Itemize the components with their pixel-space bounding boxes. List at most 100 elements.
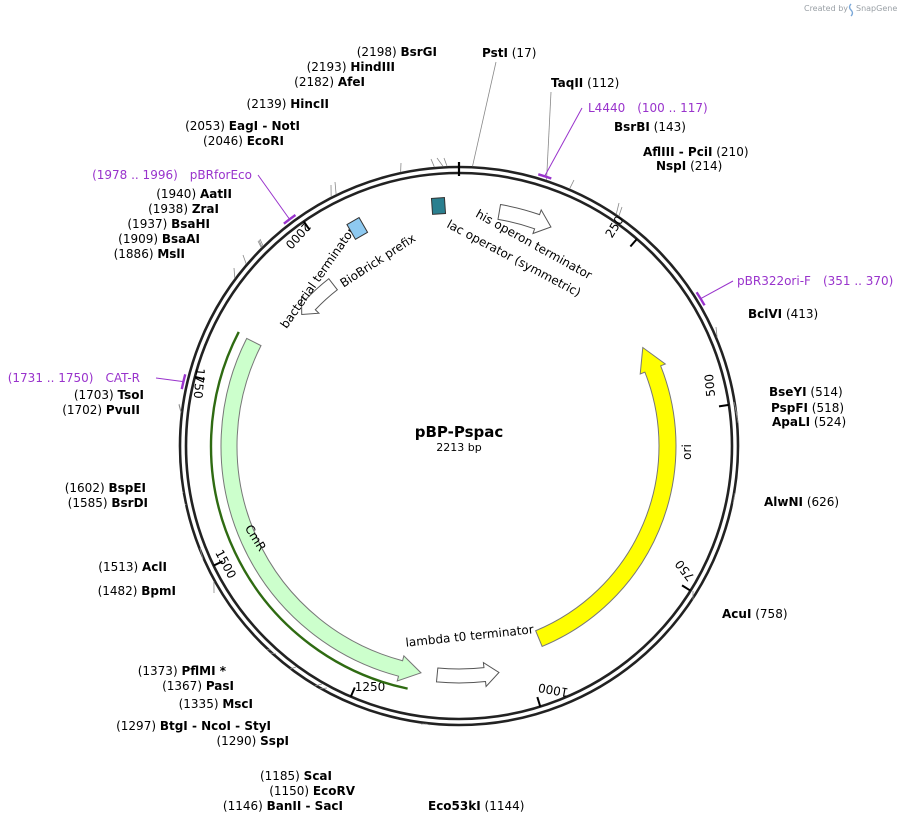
enzyme-label: (1482) BpmI: [98, 584, 176, 598]
tick-mark-1750: [194, 375, 205, 381]
enzyme-site-ecorv: (1150) EcoRV: [269, 723, 425, 798]
tick-mark-2000: [302, 220, 311, 231]
plasmid-length: 2213 bp: [436, 441, 481, 454]
enzyme-leader-line: [258, 239, 263, 248]
primer-arc: [180, 373, 187, 390]
enzyme-site-afliii-pcii: AflIII - PciI (210): [615, 145, 749, 215]
enzyme-leader-line: [334, 181, 337, 195]
enzyme-site-alwni: AlwNI (626): [732, 492, 839, 509]
enzyme-label: (1335) MscI: [179, 697, 253, 711]
plasmid-title: pBP-Pspac: [415, 423, 504, 441]
enzyme-label: AflIII - PciI (210): [643, 145, 749, 159]
enzyme-label: (1150) EcoRV: [269, 784, 356, 798]
enzyme-label: (1909) BsaAI: [118, 232, 200, 246]
enzyme-site-afei: (2182) AfeI: [294, 75, 435, 168]
enzyme-site-pasi: (1367) PasI: [162, 652, 277, 693]
enzyme-leader-line: [436, 157, 444, 167]
enzyme-site-bsrdi: (1585) BsrDI: [68, 496, 187, 510]
enzyme-label: (2053) EagI - NotI: [185, 119, 300, 133]
cmr-orf-line: [209, 331, 408, 690]
enzyme-site-apali: ApaLI (524): [735, 411, 846, 429]
enzyme-label: TaqII (112): [551, 76, 619, 90]
credit-brand: SnapGene: [856, 4, 897, 13]
enzyme-label: (1513) AclI: [98, 560, 167, 574]
enzyme-site-zrai: (1938) ZraI: [148, 202, 263, 248]
enzyme-site-pvuii: (1702) PvuII: [62, 403, 182, 417]
primer-l4440: L4440(100 .. 117): [537, 101, 708, 180]
tick-label-500: 500: [702, 373, 718, 397]
enzyme-leader-line: [199, 547, 204, 560]
lambda-t0-terminator-label: lambda t0 terminator: [405, 622, 535, 649]
primer-leader-line: [257, 174, 290, 219]
enzyme-site-msci: (1335) MscI: [179, 666, 297, 711]
enzyme-site-bpmi: (1482) BpmI: [98, 581, 215, 598]
enzyme-leader-line: [732, 492, 736, 504]
enzyme-label: (2139) HincII: [247, 97, 329, 111]
enzyme-label: Eco53kI (1144): [428, 799, 524, 813]
enzyme-site-taqii: TaqII (112): [546, 76, 619, 181]
enzyme-leader-line: [615, 202, 620, 215]
snapgene-logo-icon: [848, 3, 854, 17]
tick-mark-1250: [349, 687, 356, 698]
enzyme-site-bseyi: BseYI (514): [733, 385, 843, 415]
tick-mark-250: [629, 238, 638, 248]
primer-leader-line: [701, 280, 734, 299]
enzyme-leader-line: [314, 683, 323, 687]
ori-feature: [534, 346, 677, 648]
enzyme-label: (1702) PvuII: [62, 403, 140, 417]
backbone: [178, 162, 740, 727]
credit-text: Created by: [804, 4, 848, 13]
enzyme-label: (1938) ZraI: [148, 202, 219, 216]
lac-operator-feature: [430, 196, 447, 215]
enzyme-site-psti: PstI (17): [472, 46, 536, 167]
primer-label: L4440(100 .. 117): [588, 101, 708, 115]
enzyme-leader-line: [184, 503, 187, 506]
enzyme-label: (1602) BspEI: [65, 481, 146, 495]
enzyme-label: PspFI (518): [771, 401, 844, 415]
enzyme-site-aatii: (1940) AatII: [156, 187, 264, 247]
enzyme-label: (2193) HindIII: [307, 60, 395, 74]
enzyme-site-btgi-ncoi-styi: (1297) BtgI - NcoI - StyI: [116, 683, 323, 733]
enzyme-label: BsrBI (143): [614, 120, 686, 134]
enzyme-label: AcuI (758): [722, 607, 788, 621]
enzyme-site-sspi: (1290) SspI: [216, 687, 328, 748]
enzyme-leader-line: [618, 206, 623, 217]
enzyme-label: NspI (214): [656, 159, 722, 173]
ori-label: ori: [680, 444, 694, 460]
enzyme-site-scai: (1185) ScaI: [260, 718, 398, 783]
primer-label: pBR322ori-F(351 .. 370): [737, 274, 893, 288]
enzyme-label: (1367) PasI: [162, 679, 234, 693]
enzyme-leader-line: [289, 666, 297, 670]
enzyme-label: (1185) ScaI: [260, 769, 332, 783]
enzyme-label: BseYI (514): [769, 385, 843, 399]
enzyme-leader-line: [546, 91, 552, 181]
primer-pbr322ori-f: pBR322ori-F(351 .. 370): [695, 274, 893, 306]
enzyme-label: BclVI (413): [748, 307, 818, 321]
primer-sites: L4440(100 .. 117) pBR322ori-F(351 .. 370)…: [8, 101, 893, 390]
enzyme-leader-line: [472, 61, 497, 167]
enzyme-label: (1146) BanII - SacI: [223, 799, 343, 813]
primer-cat-r: (1731 .. 1750)CAT-R: [8, 371, 187, 390]
enzyme-site-ecori: (2046) EcoRI: [203, 134, 332, 197]
tick-mark-1500: [213, 560, 224, 567]
enzyme-label: (1373) PflMI *: [138, 664, 227, 678]
enzyme-label: (1937) BsaHI: [127, 217, 210, 231]
enzyme-label: (1297) BtgI - NcoI - StyI: [116, 719, 271, 733]
enzyme-leader-line: [569, 179, 575, 189]
primer-arc: [695, 291, 706, 306]
enzyme-site-tsoi: (1703) TsoI: [74, 388, 182, 412]
enzyme-site-banii-saci: (1146) BanII - SacI: [223, 723, 428, 813]
enzyme-site-hincii: (2139) HincII: [247, 97, 402, 173]
primer-arc: [537, 173, 552, 180]
enzyme-site-bclvi: BclVI (413): [715, 307, 818, 338]
enzyme-label: AlwNI (626): [764, 495, 839, 509]
enzyme-label: (1886) MslI: [114, 247, 185, 261]
enzyme-leader-line: [715, 326, 718, 338]
enzyme-site-pflmi: (1373) PflMI *: [138, 649, 272, 678]
tick-mark-1000: [536, 696, 542, 707]
enzyme-leader-line: [735, 411, 739, 423]
primer-label: (1978 .. 1996)pBRforEco: [92, 168, 252, 182]
primer-label: (1731 .. 1750)CAT-R: [8, 371, 140, 385]
enzyme-site-bsaai: (1909) BsaAI: [118, 232, 247, 265]
enzyme-label: (1940) AatII: [156, 187, 232, 201]
